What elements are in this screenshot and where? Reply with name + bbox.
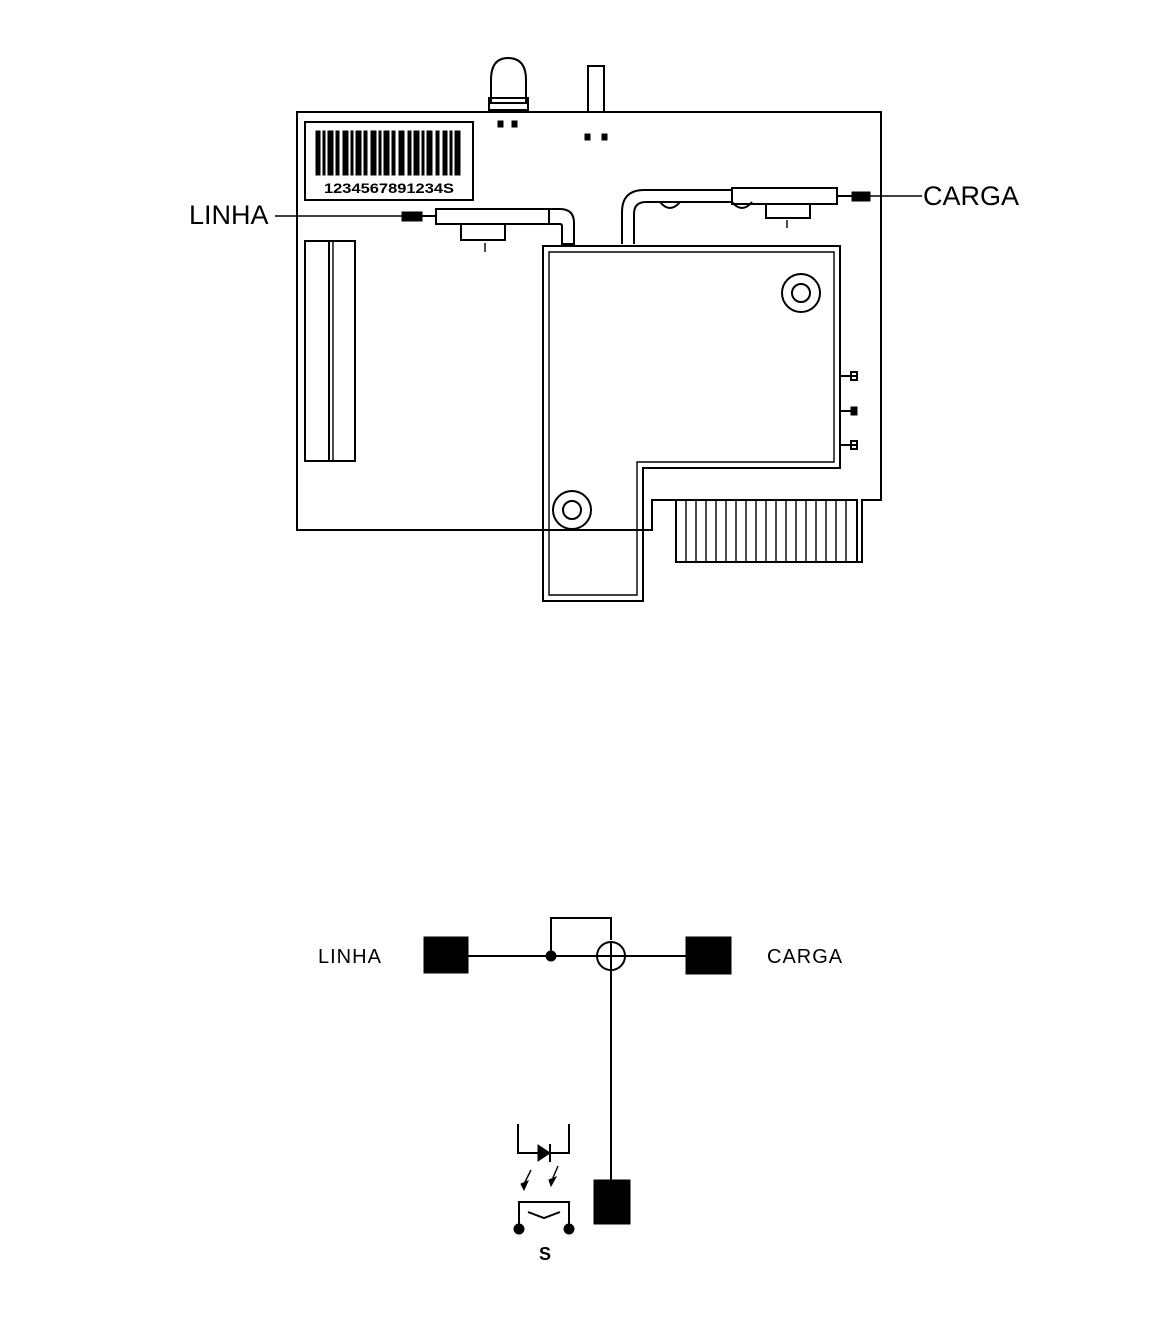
relay-label: S — [539, 1244, 551, 1264]
schematic-label-line: LINHA — [318, 946, 382, 968]
schematic-label-load: CARGA — [767, 946, 843, 968]
left-edge-connector — [304, 240, 356, 462]
shield-side-pins — [840, 371, 858, 450]
callout-line: LINHA — [189, 200, 402, 230]
antenna-pin — [584, 65, 608, 141]
pcb-label-line: LINHA — [189, 200, 269, 230]
pcb-board-drawing: 1234567891234S — [189, 56, 1019, 602]
sense-loop — [545, 917, 626, 971]
pcb-label-load: CARGA — [923, 181, 1019, 211]
barcode-bars — [315, 130, 461, 176]
optocoupler-relay-symbol: S — [513, 1124, 575, 1264]
barcode-serial: 1234567891234S — [324, 180, 454, 196]
load-terminal-block — [685, 936, 732, 975]
line-terminal-busbar — [401, 208, 575, 252]
output-terminal-block — [593, 1179, 631, 1225]
led-component — [488, 56, 529, 128]
metal-shield-bracket — [542, 245, 858, 602]
schematic-diagram: LINHA CARGA S — [318, 917, 843, 1264]
load-terminal-busbar — [621, 187, 871, 244]
edge-connector-fingers — [651, 500, 857, 563]
shield-screw-bottom — [552, 490, 592, 530]
callout-load: CARGA — [870, 181, 1019, 211]
shield-screw-top — [781, 273, 821, 313]
barcode-label: 1234567891234S — [304, 121, 474, 201]
line-terminal-block — [423, 936, 469, 974]
